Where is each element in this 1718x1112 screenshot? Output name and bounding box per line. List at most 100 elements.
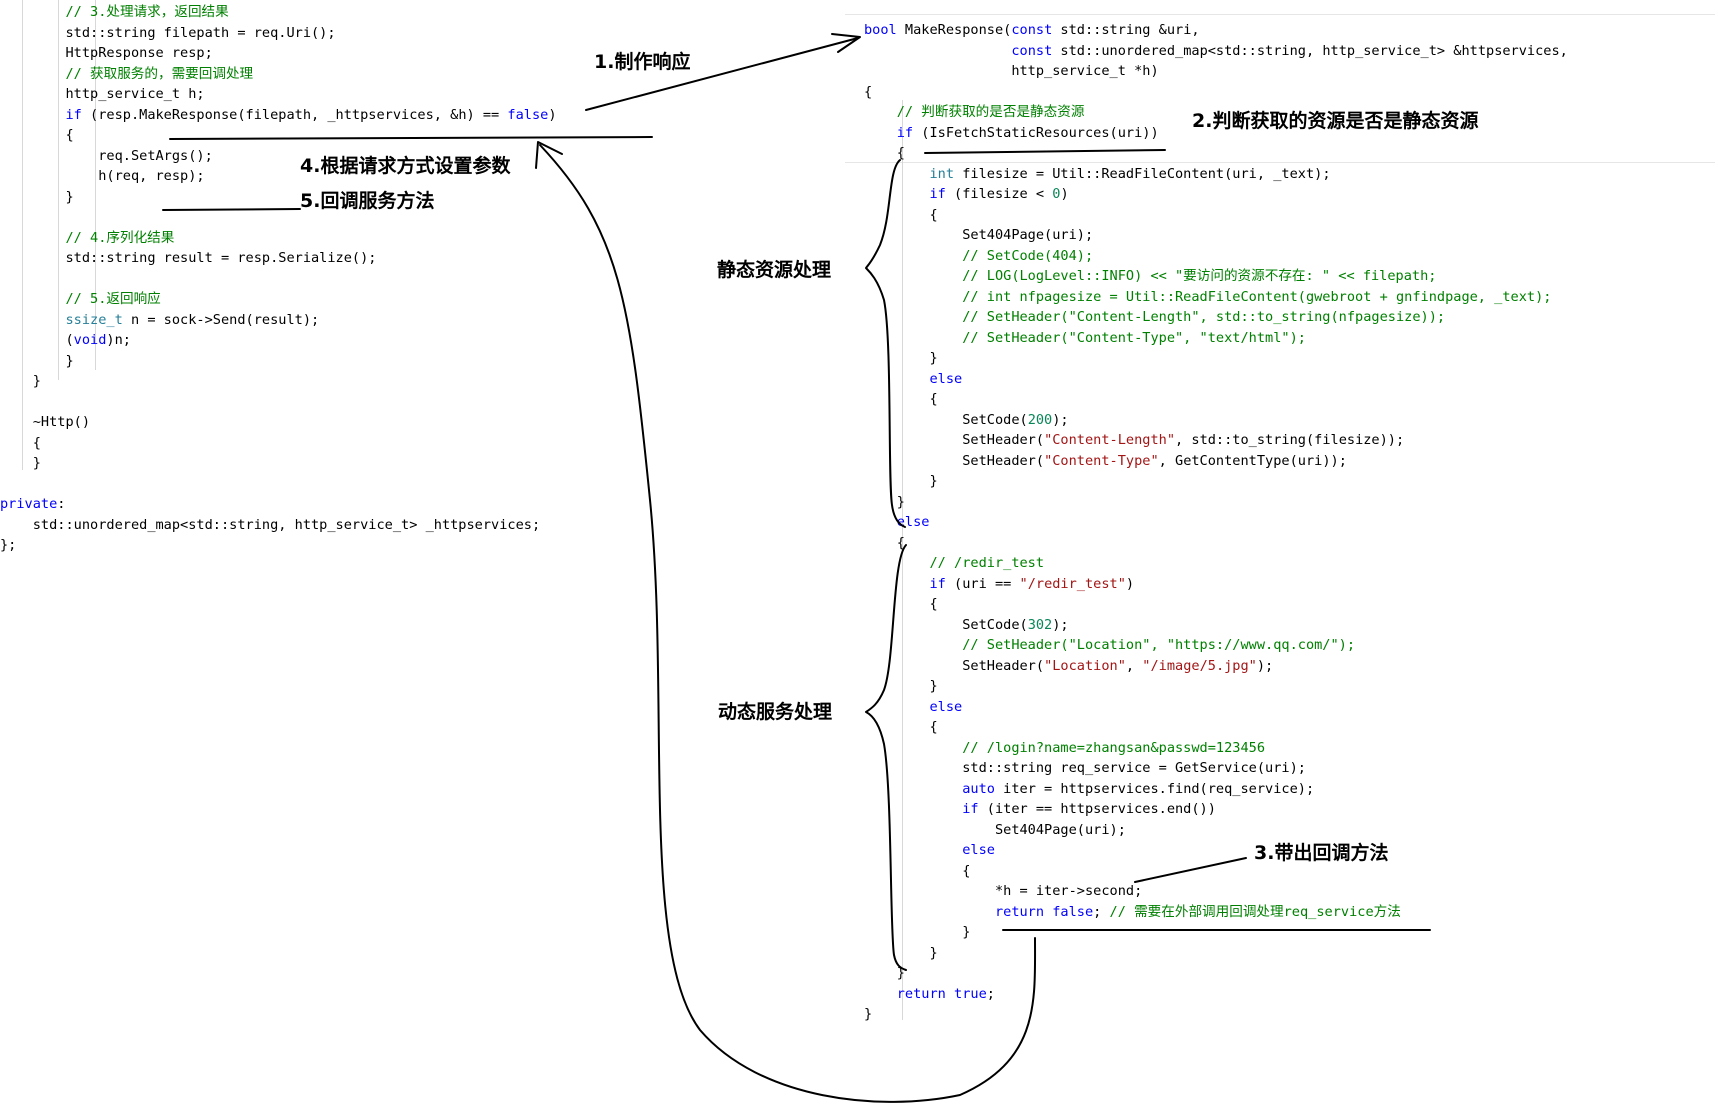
code-line: // /redir_test xyxy=(864,553,1568,574)
code-line: http_service_t h; xyxy=(0,84,557,105)
code-token xyxy=(864,43,1011,59)
right-code-editor[interactable]: bool MakeResponse(const std::string &uri… xyxy=(864,20,1568,1025)
code-token: const xyxy=(1011,42,1053,59)
code-token: { xyxy=(864,719,938,735)
code-token: int xyxy=(864,165,955,182)
code-token: , std::to_string(filesize)); xyxy=(1175,432,1405,448)
code-token: } xyxy=(864,1006,873,1022)
code-line: std::string req_service = GetService(uri… xyxy=(864,758,1568,779)
code-line xyxy=(0,207,557,228)
code-token: SetCode( xyxy=(864,411,1028,428)
code-token: } xyxy=(864,678,938,694)
code-token: SetHeader( xyxy=(864,452,1045,469)
code-line: const std::unordered_map<std::string, ht… xyxy=(864,41,1568,62)
code-token: // 3.处理请求，返回结果 xyxy=(0,4,229,20)
code-line: } xyxy=(864,1004,1568,1025)
pane-divider xyxy=(845,162,1715,163)
code-line: } xyxy=(864,963,1568,984)
code-token: // SetHeader("Content-Length", std::to_s… xyxy=(864,309,1446,325)
code-token: ); xyxy=(1052,616,1069,633)
code-token: std::unordered_map<std::string, http_ser… xyxy=(1052,42,1568,59)
code-token: // 判断获取的是否是静态资源 xyxy=(864,104,1085,120)
code-line: if (iter == httpservices.end()) xyxy=(864,799,1568,820)
code-line: } xyxy=(0,187,557,208)
indent-guide xyxy=(22,0,23,470)
code-line: } xyxy=(0,453,557,474)
code-line: std::string result = resp.Serialize(); xyxy=(0,248,557,269)
code-line: SetHeader("Content-Length", std::to_stri… xyxy=(864,430,1568,451)
code-token: void xyxy=(73,332,107,348)
code-token: // SetHeader("Content-Type", "text/html"… xyxy=(864,329,1306,346)
code-line: { xyxy=(864,717,1568,738)
code-token: (filesize < xyxy=(945,186,1053,202)
code-token: ) xyxy=(1125,575,1135,592)
code-token: ( xyxy=(0,332,74,348)
code-line: int filesize = Util::ReadFileContent(uri… xyxy=(864,164,1568,185)
code-token: 302 xyxy=(1027,616,1053,633)
code-token: "Content-Length" xyxy=(1044,432,1176,448)
code-token: , GetContentType(uri)); xyxy=(1158,452,1347,469)
annotation-bring-callback: 3.带出回调方法 xyxy=(1254,842,1389,864)
annotation-static-handling: 静态资源处理 xyxy=(717,259,832,281)
code-line: } xyxy=(864,922,1568,943)
code-token: } xyxy=(0,455,41,471)
code-token: MakeResponse( xyxy=(896,22,1012,38)
code-token: SetHeader( xyxy=(864,657,1045,674)
code-line: { xyxy=(864,594,1568,615)
code-line: std::unordered_map<std::string, http_ser… xyxy=(0,515,557,536)
code-token: std::string filepath = req.Uri(); xyxy=(0,24,336,41)
code-token: { xyxy=(0,127,74,143)
code-token: // SetHeader("Location", "https://www.qq… xyxy=(864,637,1356,653)
code-token: ); xyxy=(1256,657,1274,674)
code-line: // SetHeader("Location", "https://www.qq… xyxy=(864,635,1568,656)
code-token: HttpResponse resp; xyxy=(0,45,213,61)
code-token: std::string result = resp.Serialize(); xyxy=(0,250,377,266)
annotation-callback-service: 5.回调服务方法 xyxy=(300,190,435,212)
code-line: // 5.返回响应 xyxy=(0,289,557,310)
code-token: { xyxy=(864,862,971,879)
code-line: // 获取服务的，需要回调处理 xyxy=(0,64,557,85)
code-token: "/redir_test" xyxy=(1019,575,1126,592)
code-line: HttpResponse resp; xyxy=(0,43,557,64)
code-line: // 4.序列化结果 xyxy=(0,228,557,249)
code-line: private: xyxy=(0,494,557,515)
code-token: (iter == httpservices.end()) xyxy=(978,801,1216,817)
code-line: Set404Page(uri); xyxy=(864,225,1568,246)
left-code-editor[interactable]: // 3.处理请求，返回结果 std::string filepath = re… xyxy=(0,2,557,556)
code-line: // 判断获取的是否是静态资源 xyxy=(864,102,1568,123)
code-token: 0 xyxy=(1052,186,1061,202)
code-token: ssize_t xyxy=(0,311,123,328)
code-token: Set404Page(uri); xyxy=(864,821,1126,838)
code-token: } xyxy=(864,944,938,961)
code-token: false xyxy=(507,106,549,123)
code-token: // SetCode(404); xyxy=(864,247,1094,264)
code-token: // /login?name=zhangsan&passwd=123456 xyxy=(864,739,1266,756)
arrow-head-make-response xyxy=(831,33,861,53)
code-token: { xyxy=(864,83,873,100)
code-line: Set404Page(uri); xyxy=(864,820,1568,841)
code-line xyxy=(0,392,557,413)
code-line: } xyxy=(864,492,1568,513)
code-line: return true; xyxy=(864,984,1568,1005)
code-token: *h = iter->second; xyxy=(864,883,1143,899)
code-token: } xyxy=(864,493,905,510)
code-token: ) xyxy=(548,106,557,123)
code-token: private xyxy=(0,496,58,512)
code-token: "/image/5.jpg" xyxy=(1142,657,1257,674)
code-line: } xyxy=(864,943,1568,964)
code-token: ); xyxy=(1052,411,1069,428)
code-token: { xyxy=(0,434,41,451)
code-token: { xyxy=(864,206,938,223)
code-token: } xyxy=(864,924,971,940)
code-line: http_service_t *h) xyxy=(864,61,1568,82)
code-token: else xyxy=(864,842,995,858)
code-token: if xyxy=(864,186,946,202)
code-token: ; xyxy=(1093,903,1102,920)
annotation-make-response: 1.制作响应 xyxy=(594,51,691,73)
code-line: else xyxy=(864,697,1568,718)
code-line: ~Http() xyxy=(0,412,557,433)
code-token: else xyxy=(864,514,930,530)
code-token: : xyxy=(57,496,66,512)
pane-divider xyxy=(845,14,1715,15)
code-line: { xyxy=(864,861,1568,882)
